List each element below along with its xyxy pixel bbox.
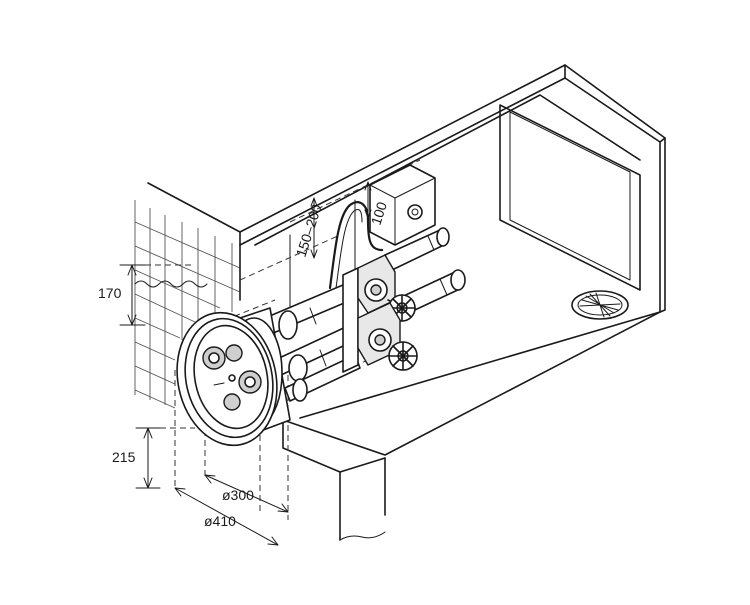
control-box (369, 164, 436, 246)
dimension-100 (364, 181, 372, 219)
access-panel (499, 104, 641, 291)
valve-lower (357, 302, 418, 371)
handwheel-lower-icon (388, 341, 418, 371)
dimension-label-100: 100 (368, 200, 391, 227)
wall-fitting (176, 307, 291, 447)
dimension-170 (119, 264, 146, 326)
dimension-label-150-200: 150–200 (293, 202, 325, 259)
jet-nozzle-icon (225, 344, 243, 362)
dimension-label-diameter-300: ø300 (222, 487, 254, 503)
jet-nozzle-icon (223, 393, 241, 411)
floor-drain (571, 290, 629, 320)
jet-nozzle-icon (238, 370, 262, 394)
tiled-wall (134, 200, 241, 409)
dimension-diameter-300 (204, 474, 289, 513)
jet-nozzle-icon (202, 346, 226, 370)
dimension-label-diameter-410: ø410 (204, 513, 236, 529)
dimension-label-215: 215 (112, 449, 136, 465)
dimension-label-170: 170 (98, 285, 122, 301)
dimension-150-200 (310, 197, 318, 259)
dimension-215 (135, 427, 161, 489)
dimension-diameter-410 (174, 487, 279, 546)
wall-structure (147, 64, 666, 541)
air-hose (328, 201, 384, 290)
